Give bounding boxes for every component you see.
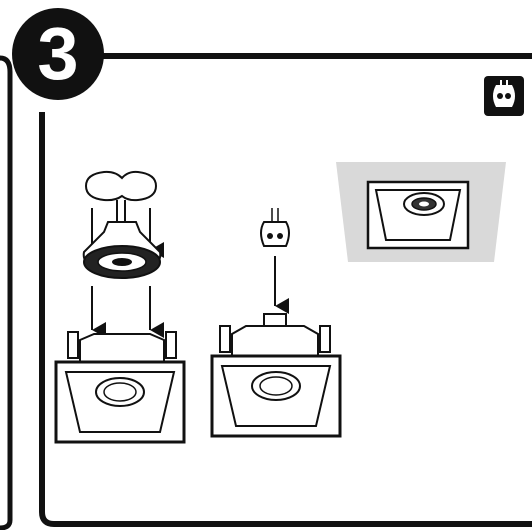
step-frame [39, 53, 532, 527]
panel-socket-install [210, 208, 342, 438]
retaining-clip [84, 170, 158, 202]
lamp-socket-icon [484, 76, 524, 116]
panel-bulb-install [54, 170, 186, 444]
panel-ceiling-result [336, 162, 506, 262]
downlight-housing [79, 333, 165, 363]
side-frame-bar [0, 55, 13, 530]
gu10-socket [260, 221, 290, 247]
step-number-badge: 3 [12, 8, 104, 100]
